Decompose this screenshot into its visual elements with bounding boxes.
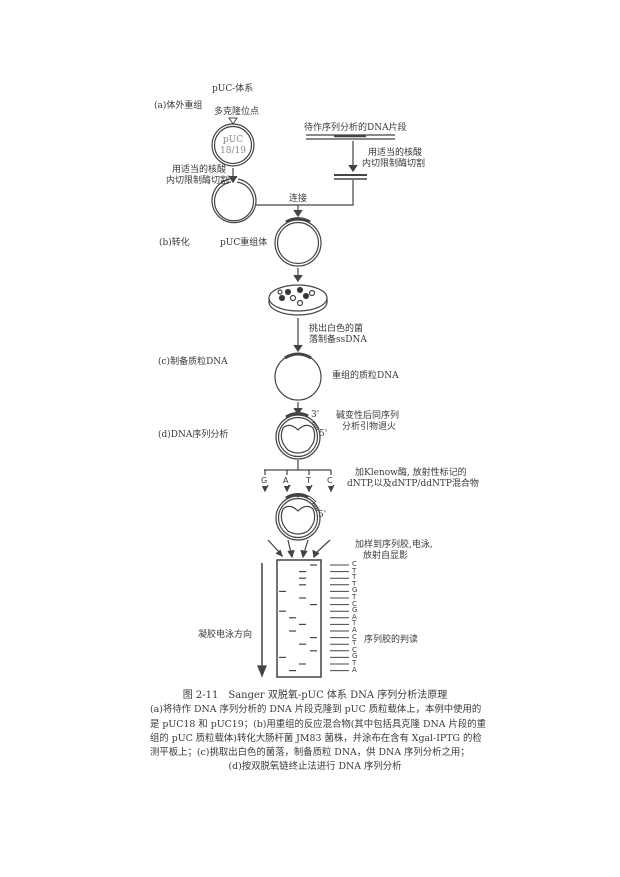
sequence-letter: T (352, 566, 357, 575)
digest-left-2: 内切限制酶切割 (166, 176, 230, 186)
sequence-letter: A (352, 665, 357, 674)
ligation-line (255, 180, 354, 206)
sequence-letter: C (352, 645, 357, 654)
caption-title: 图 2-11 Sanger 双脱氧-pUC 体系 DNA 序列分析法原理 (182, 690, 448, 701)
lane-g-label: G (261, 475, 268, 486)
klenow-2: dNTP,以及dNTP/ddNTP混合物 (347, 479, 479, 489)
step-b-label: (b)转化 (159, 238, 190, 248)
pick-colonies-2: 落制备ssDNA (309, 335, 367, 345)
anneal-1: 碱变性后同序列 (336, 411, 400, 421)
caption-line: (a)将待作 DNA 序列分析的 DNA 片段克隆到 pUC 质粒载体上，本例中… (150, 704, 482, 716)
sequence-letter: A (352, 626, 357, 634)
step-c-label: (c)制备质粒DNA (158, 357, 228, 367)
end-5-label-2: 5' (318, 510, 327, 520)
plasmid-name: pUC (222, 135, 244, 145)
sequence-letter: T (352, 573, 357, 582)
recombinant-plasmid-circle (274, 217, 322, 267)
digested-fragment (334, 174, 367, 180)
load-gel-2: 放射自显影 (363, 551, 409, 561)
figure-caption: 图 2-11 Sanger 双脱氧-pUC 体系 DNA 序列分析法原理 (a)… (150, 689, 487, 775)
caption-line: (d)按双脱氧链终止法进行 DNA 序列分析 (228, 761, 402, 773)
loading-arrows (267, 539, 331, 559)
anneal-2: 分析引物退火 (342, 422, 397, 432)
plasmid-dna-circle (274, 352, 322, 401)
lane-t-label: T (306, 475, 311, 486)
sequence-letter: T (352, 593, 357, 601)
lane-arrows (261, 470, 335, 493)
klenow-1: 加Klenow酶, 放射性标记的 (355, 468, 467, 478)
recombinant-label: pUC重组体 (220, 238, 268, 248)
end-5-label: 5' (319, 429, 328, 439)
cut-plasmid-circle (211, 178, 257, 224)
lane-c-label: C (327, 475, 333, 486)
digest-right-2: 内切限制酶切割 (362, 159, 426, 169)
extension-template-circle (275, 493, 321, 541)
end-3-label: 3' (311, 410, 320, 420)
recombinant-plasmid-label: 重组的质粒DNA (332, 371, 399, 381)
annealed-template-circle (275, 412, 321, 460)
sequence-letter: C (352, 632, 357, 641)
plasmid-number: 18/19 (220, 146, 246, 156)
digest-left-1: 用适当的核酸 (172, 165, 227, 175)
sequence-letter: G (352, 586, 358, 595)
system-title: pUC-体系 (212, 84, 254, 94)
sequence-letter: T (352, 659, 357, 667)
sequence-letter: C (352, 599, 357, 608)
gel-reading-label: 序列胶的判读 (364, 635, 419, 645)
sequence-letter: T (352, 619, 357, 628)
sequence-letter: G (352, 652, 358, 661)
target-dna-fragment (306, 134, 395, 140)
pick-colonies-1: 挑出白色的菌 (309, 324, 364, 334)
target-fragment-label: 待作序列分析的DNA片段 (304, 123, 407, 133)
mcs-label: 多克隆位点 (214, 107, 260, 117)
lane-a-label: A (283, 475, 289, 486)
caption-line: 是 pUC18 和 pUC19；(b)用重组的反应混合物(其中包括具克隆 DNA… (150, 718, 487, 730)
step-a-label: (a)体外重组 (154, 101, 203, 111)
sequence-letter: T (352, 639, 357, 648)
sequence-letter: A (352, 612, 357, 621)
sequencing-gel (276, 559, 322, 678)
electrophoresis-direction: 凝胶电泳方向 (198, 630, 253, 640)
load-gel-1: 加样到序列胶,电泳, (355, 540, 433, 550)
sequence-letter: G (352, 606, 358, 615)
mcs-marker-icon (228, 117, 238, 125)
step-d-label: (d)DNA序列分析 (158, 430, 229, 440)
ligation-label: 连接 (289, 194, 308, 204)
petri-dish (268, 284, 328, 316)
digest-right-1: 用适当的核酸 (368, 148, 423, 158)
sequence-letter: C (352, 560, 357, 568)
sequence-letter: T (352, 579, 357, 588)
caption-line: 测平板上；(c)挑取出白色的菌落，制备质粒 DNA，供 DNA 序列分析之用； (150, 747, 470, 759)
caption-line: 组的 pUC 质粒载体)转化大肠杆菌 JM83 菌株，并涂布在含有 Xgal-I… (150, 732, 482, 744)
